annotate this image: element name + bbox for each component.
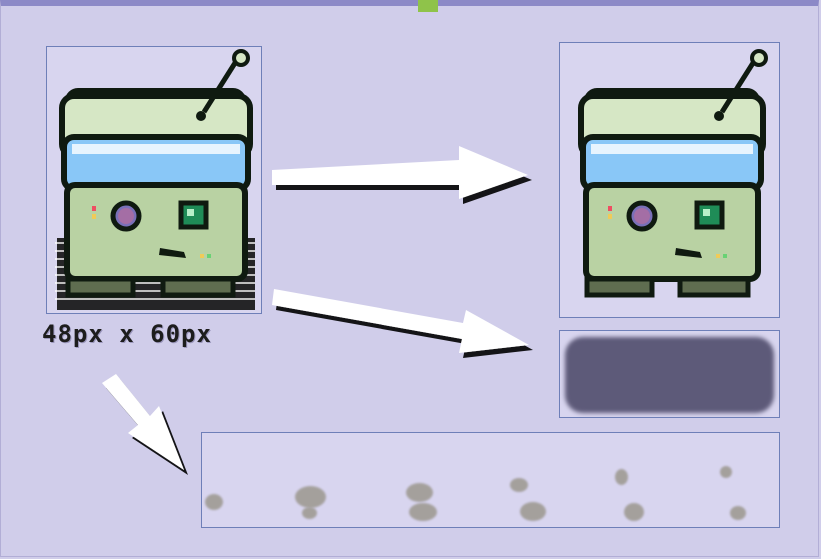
particle (295, 486, 326, 508)
particle (720, 466, 732, 478)
shadow-blob (565, 337, 774, 413)
arrow-to-particles-icon (102, 374, 184, 470)
arrow-to-shadow-icon (272, 289, 529, 353)
arrow-to-sprite-icon (272, 146, 528, 199)
particle (510, 478, 528, 492)
sprite-size-label: 48px x 60px (42, 320, 212, 348)
particle (624, 503, 644, 521)
particle (302, 507, 317, 519)
particle (409, 503, 437, 521)
particle (406, 483, 433, 502)
particle (205, 494, 223, 510)
particle (615, 469, 628, 485)
particle (520, 502, 546, 521)
particles-output-panel (201, 432, 780, 528)
output-robot-icon (578, 49, 768, 298)
source-robot-icon (55, 49, 255, 310)
particle (730, 506, 746, 520)
top-tab (418, 0, 438, 12)
